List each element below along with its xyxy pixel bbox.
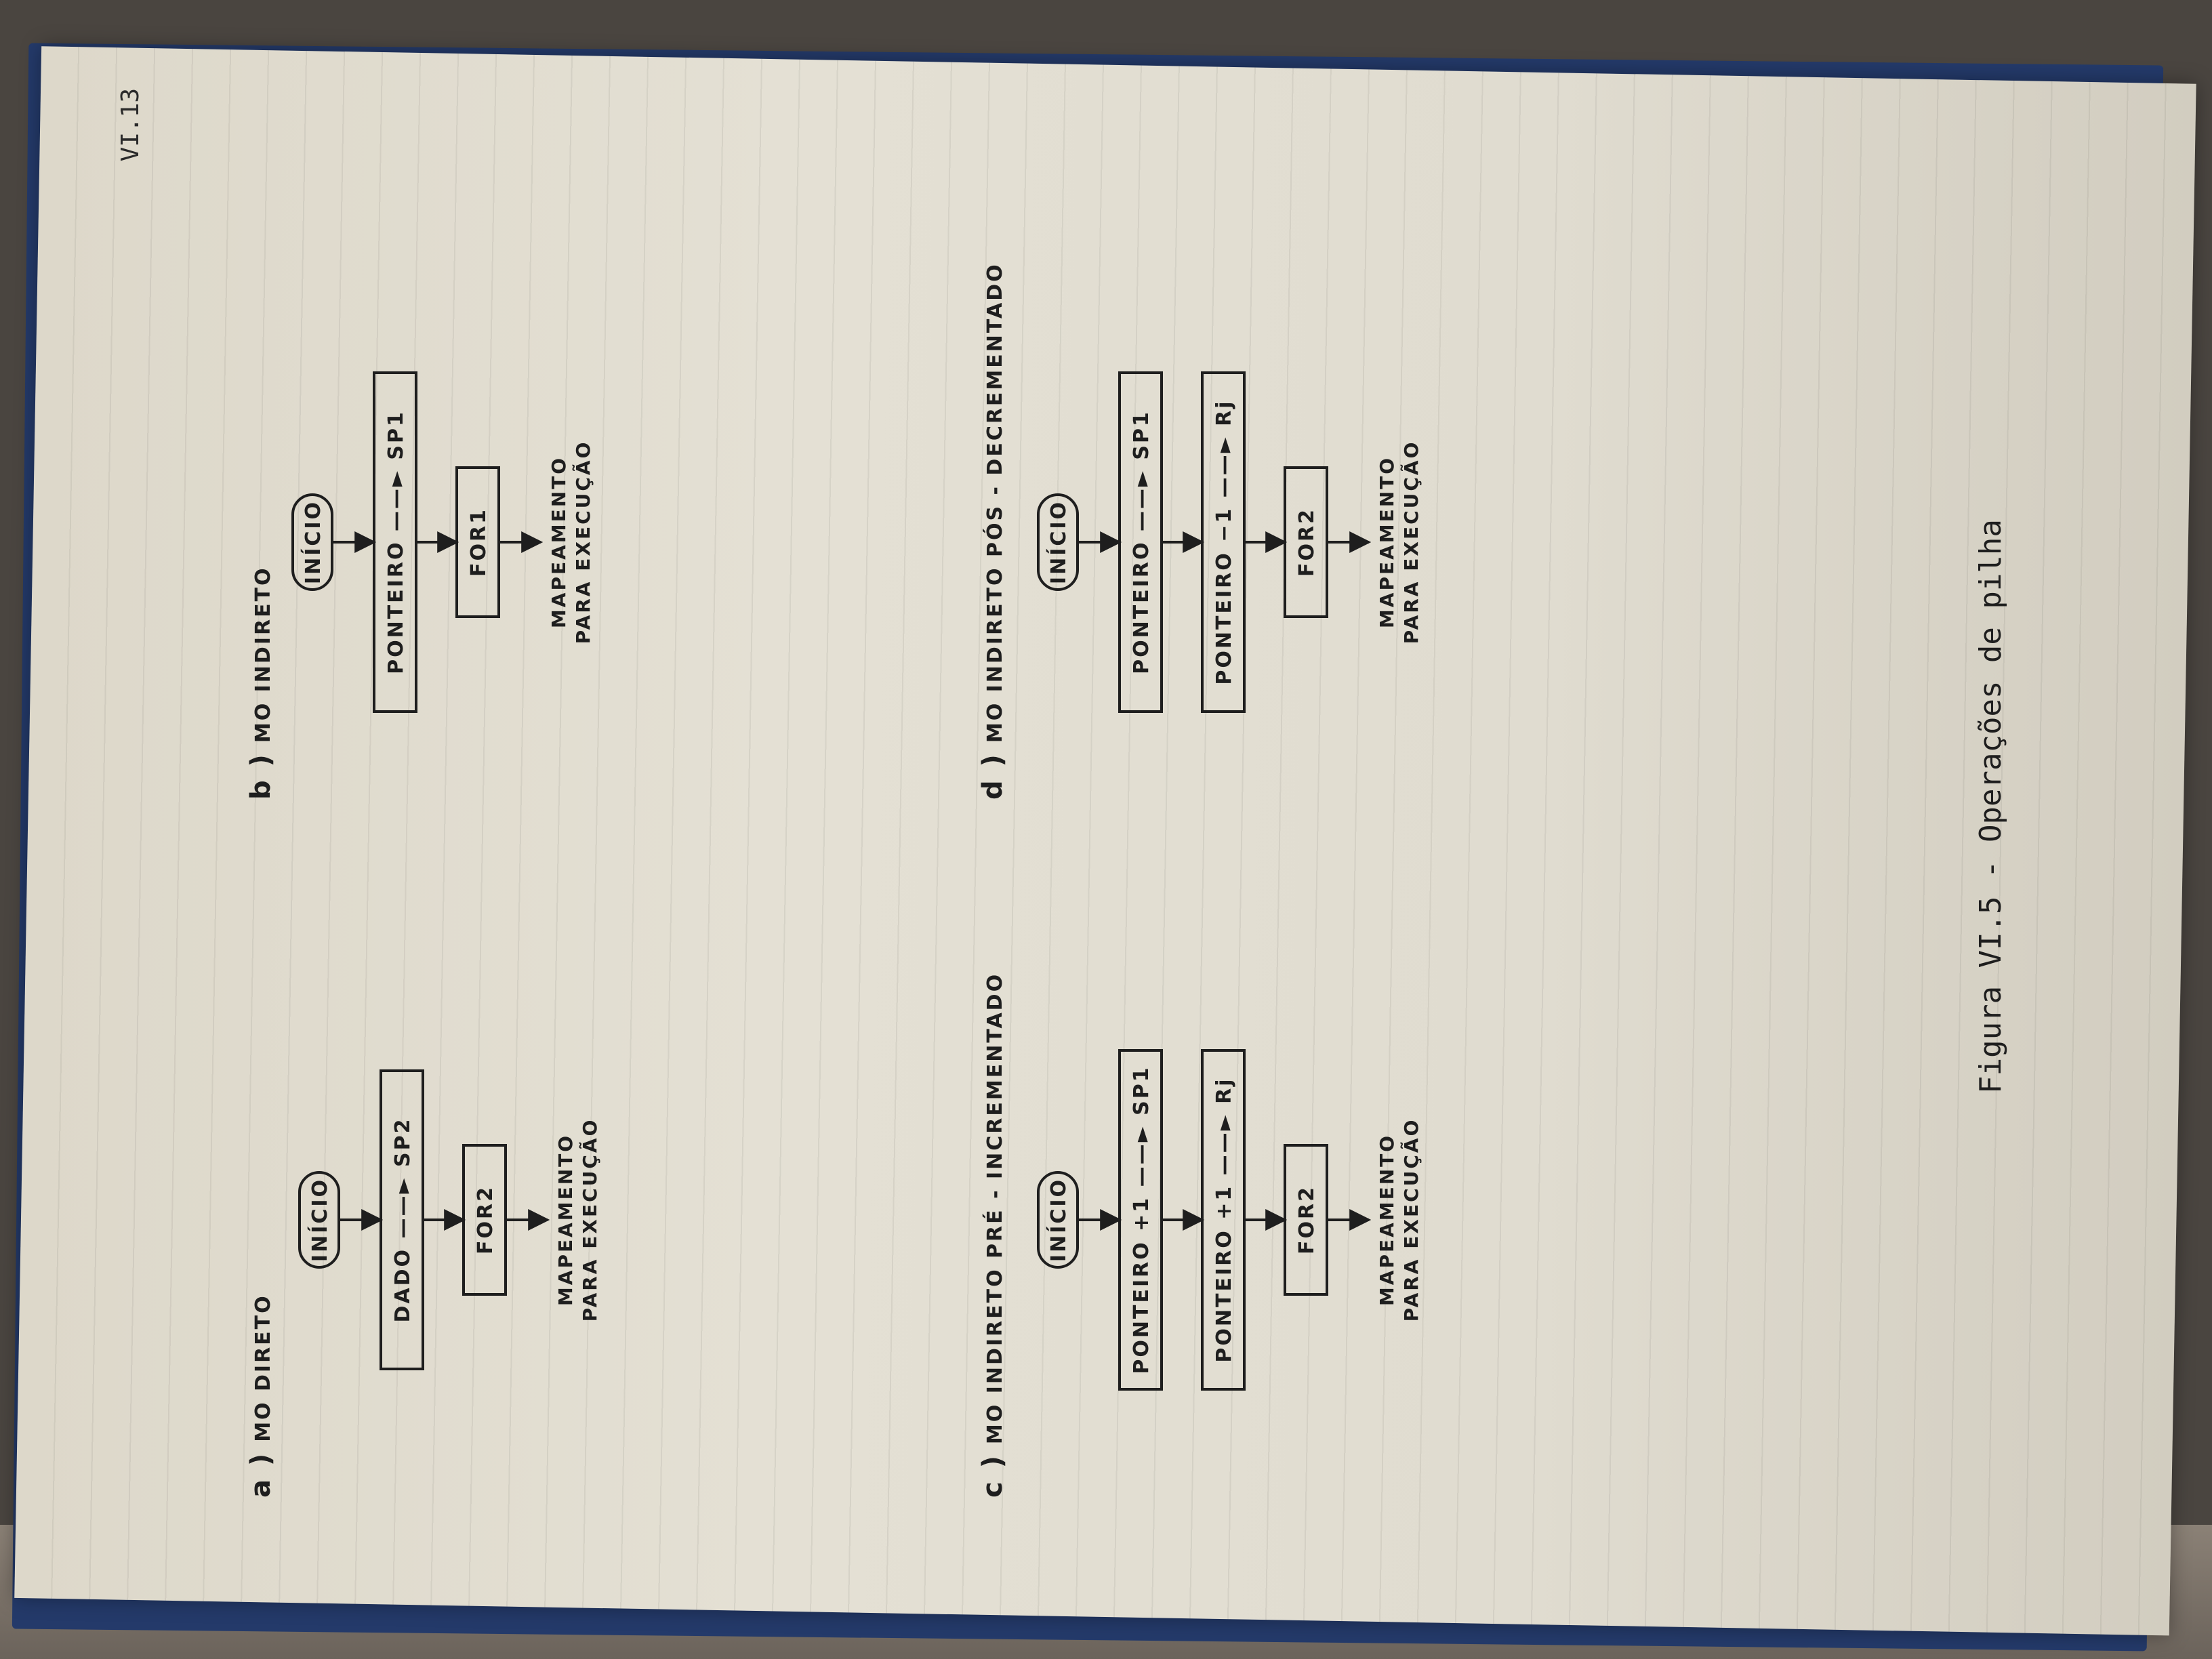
output-d-line2: PARA EXECUÇÃO <box>1399 441 1422 644</box>
step-label-c-3: FOR2 <box>1295 1185 1319 1254</box>
step-label-b-1: PONTEIRO ——► SP1 <box>384 410 408 674</box>
output-b-line1: MAPEAMENTO <box>548 456 570 628</box>
page-content: VI.13 a )MO DIRETO b )MO INDIRETO c )MO … <box>89 61 2123 1552</box>
step-label-d-2: PONTEIRO −1 ——► Rj <box>1212 399 1236 684</box>
start-label-c: INÍCIO <box>1046 1178 1071 1262</box>
step-label-d-3: FOR2 <box>1295 508 1319 577</box>
output-c-line1: MAPEAMENTO <box>1376 1134 1398 1306</box>
flowcharts: INÍCIO DADO ——► SP2 FOR2 MAPEAMENTO PARA… <box>291 371 1422 1391</box>
output-d-line1: MAPEAMENTO <box>1376 456 1398 628</box>
step-label-c-1: PONTEIRO +1 ——► SP1 <box>1130 1065 1153 1374</box>
output-a-line1: MAPEAMENTO <box>554 1134 577 1306</box>
flowchart-c: INÍCIO PONTEIRO +1 ——► SP1 PONTEIRO +1 —… <box>1037 1049 1422 1391</box>
step-label-a-2: FOR2 <box>474 1185 497 1254</box>
flowchart-a: INÍCIO DADO ——► SP2 FOR2 MAPEAMENTO PARA… <box>298 1069 601 1370</box>
start-label-a: INÍCIO <box>308 1178 332 1262</box>
step-label-d-1: PONTEIRO ——► SP1 <box>1130 410 1153 674</box>
figure-caption: Figura VI.5 - Operações de pilha <box>1973 519 2008 1094</box>
flowchart-d: INÍCIO PONTEIRO ——► SP1 PONTEIRO −1 ——► … <box>1037 371 1422 713</box>
output-a-line2: PARA EXECUÇÃO <box>578 1118 601 1322</box>
step-label-b-2: FOR1 <box>467 508 491 577</box>
step-label-c-2: PONTEIRO +1 ——► Rj <box>1212 1077 1236 1362</box>
output-b-line2: PARA EXECUÇÃO <box>571 441 594 644</box>
start-label-d: INÍCIO <box>1046 500 1071 584</box>
output-c-line2: PARA EXECUÇÃO <box>1399 1118 1422 1322</box>
step-label-a-1: DADO ——► SP2 <box>391 1118 415 1323</box>
start-label-b: INÍCIO <box>301 500 325 584</box>
flowchart-b: INÍCIO PONTEIRO ——► SP1 FOR1 MAPEAMENTO … <box>291 371 594 713</box>
